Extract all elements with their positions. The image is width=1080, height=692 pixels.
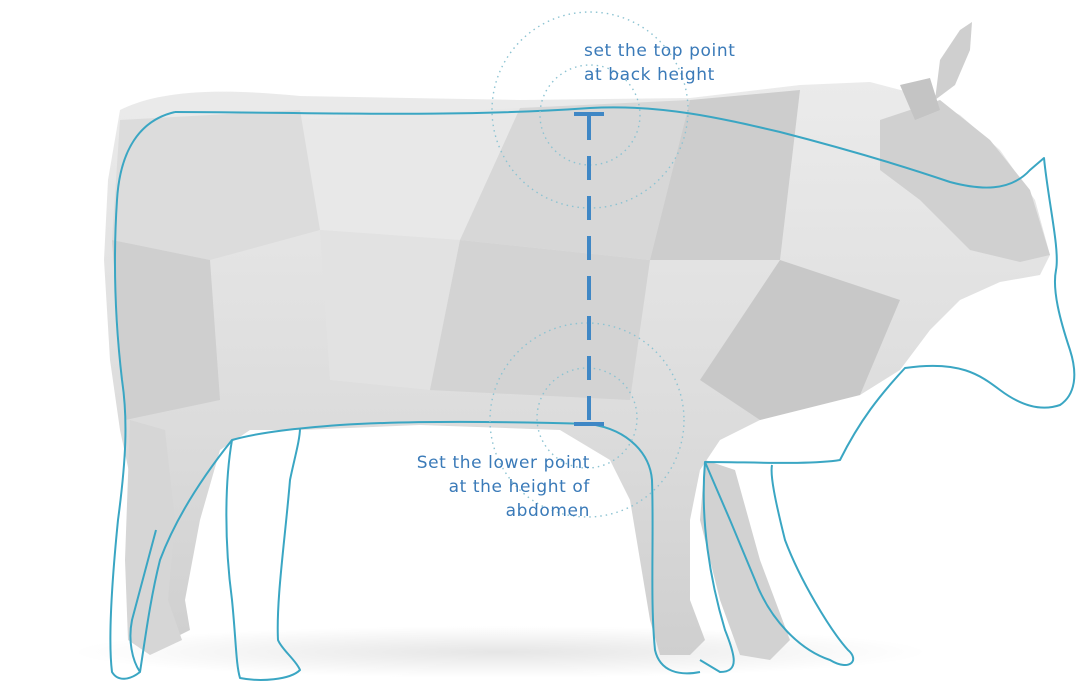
- top-point-annotation: set the top point at back height: [584, 39, 736, 87]
- lower-point-annotation: Set the lower point at the height of abd…: [0, 451, 590, 523]
- lower-point-text-line-3: abdomen: [0, 499, 590, 523]
- floor-shadow: [70, 626, 930, 678]
- lower-point-text-line-2: at the height of: [0, 475, 590, 499]
- cow-horn: [935, 22, 972, 100]
- lower-point-text-line-1: Set the lower point: [0, 451, 590, 475]
- top-point-text-line-1: set the top point: [584, 39, 736, 63]
- cow-render: [104, 22, 1050, 660]
- top-point-text-line-2: at back height: [584, 63, 736, 87]
